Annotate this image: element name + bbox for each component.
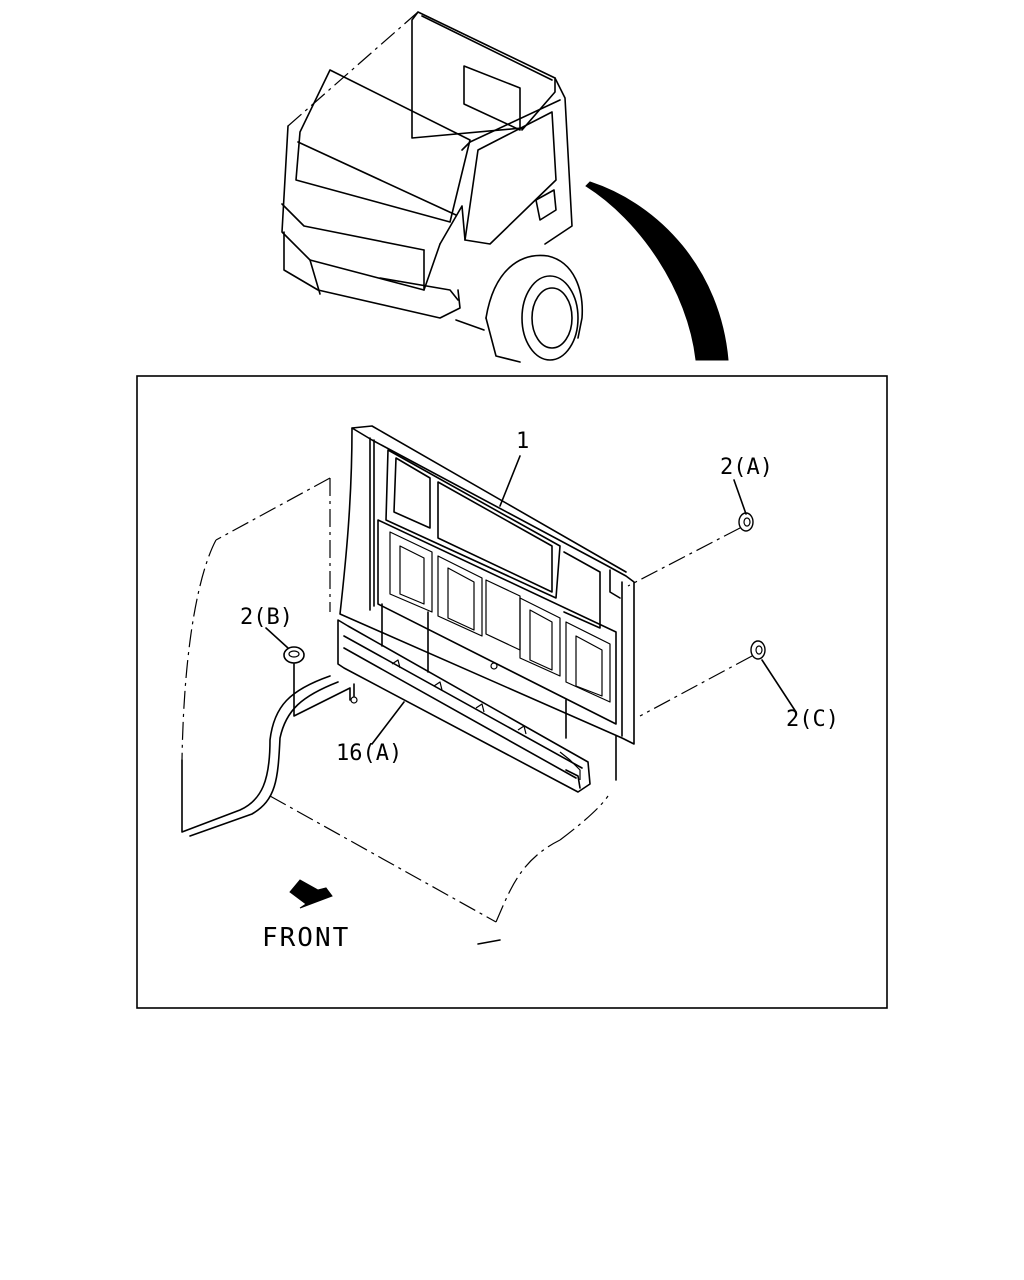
cab-floor-outline (181, 477, 609, 945)
front-label: FRONT (262, 923, 350, 953)
curved-callout-arrow-icon (585, 181, 729, 361)
leader-2c-line (761, 659, 797, 713)
clip-2c-icon (750, 640, 766, 660)
front-direction-arrow-icon (289, 879, 333, 909)
sill-part-16a (337, 619, 591, 793)
label-part-1: 1 (516, 429, 529, 454)
leader-2a-dashline (627, 527, 741, 587)
leader-2b-line (265, 627, 289, 649)
clip-2a-icon (738, 512, 754, 532)
label-part-2b: 2(B) (240, 605, 293, 630)
rear-panel-part-1 (339, 425, 635, 781)
label-part-2c: 2(C) (786, 707, 839, 732)
grommet-2b-icon (283, 646, 305, 664)
leader-2c-dashline (639, 655, 753, 717)
label-part-2a: 2(A) (720, 455, 773, 480)
leader-16a-line (371, 701, 405, 745)
grommet-2b-drop-line (293, 663, 351, 717)
detail-frame (136, 375, 888, 1009)
leader-1-line (499, 455, 521, 507)
label-part-16a: 16(A) (336, 741, 402, 766)
leader-2a-line (733, 479, 747, 515)
truck-cab-overview-icon (281, 11, 584, 363)
